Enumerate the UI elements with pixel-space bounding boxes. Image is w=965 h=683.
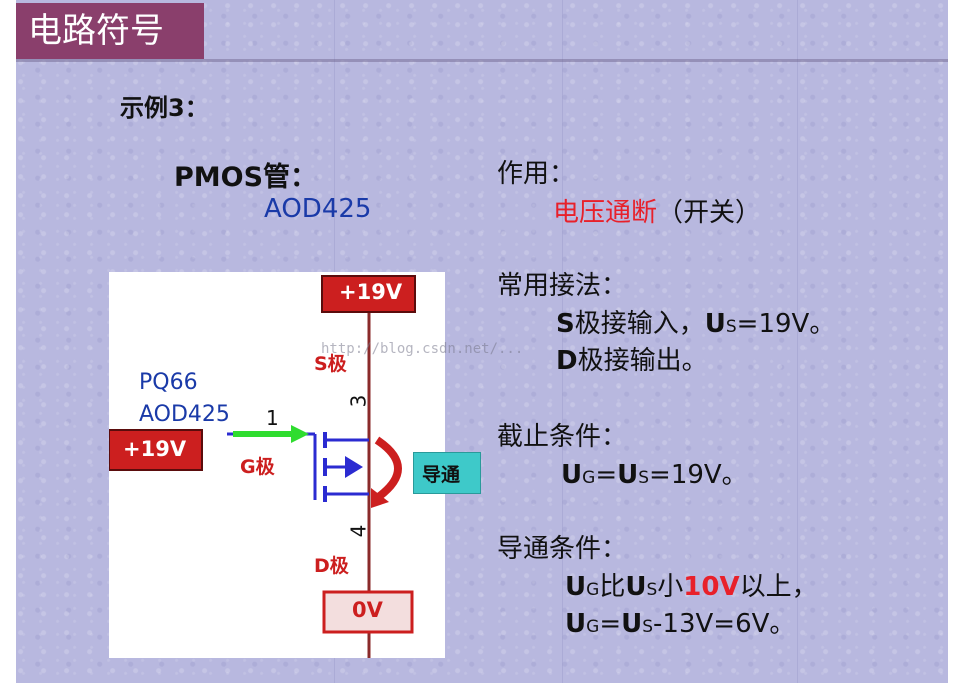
on-line-2-value: -13V=6V。 <box>653 609 796 639</box>
usage-line-2: D极接输出。 <box>556 340 708 377</box>
part-number: AOD425 <box>264 194 372 224</box>
on-heading: 导通条件： <box>497 534 628 564</box>
voltage-subscript: G <box>586 580 600 600</box>
usage-line-1: S极接输入，US=19V。 <box>556 303 835 340</box>
equals-sign: = <box>595 460 618 490</box>
body-arrow <box>345 456 363 478</box>
pin-d: D <box>556 346 578 376</box>
pmos-schematic <box>108 275 416 658</box>
voltage-subscript: S <box>642 617 654 637</box>
function-value-highlight: 电压通断 <box>553 198 658 228</box>
example-label: 示例3： <box>120 94 209 122</box>
on-line-1-rest: 以上， <box>739 572 818 602</box>
watermark: http://blog.csdn.net/... <box>321 341 524 357</box>
ground-box <box>322 590 414 634</box>
voltage-subscript: G <box>586 617 600 637</box>
top-supply-box <box>321 275 416 313</box>
voltage-symbol: U <box>565 609 587 639</box>
voltage-subscript: S <box>638 468 650 488</box>
slide-title: 电路符号 <box>16 3 204 59</box>
cutoff-heading: 截止条件： <box>497 422 628 452</box>
circuit-part-name: AOD425 <box>139 402 230 427</box>
threshold-value: 10V <box>683 572 740 602</box>
device-type: PMOS管： <box>174 162 318 193</box>
title-divider <box>16 59 948 62</box>
pin-1-number: 1 <box>266 406 279 430</box>
function-value-rest: （开关） <box>657 198 762 228</box>
drain-pin-label: D极 <box>314 555 349 577</box>
pin-3-number: 3 <box>346 394 371 408</box>
status-tag-label: 导通 <box>422 464 461 486</box>
ground-label: 0V <box>352 598 383 622</box>
voltage-symbol: U <box>625 572 647 602</box>
slide: 电路符号 示例3： PMOS管： AOD425 <box>16 0 948 683</box>
cutoff-value: =19V。 <box>649 460 748 490</box>
on-line-2: UG=US-13V=6V。 <box>565 603 795 640</box>
voltage-symbol: U <box>704 309 726 339</box>
pin-s: S <box>556 309 575 339</box>
input-supply-label: +19V <box>123 437 187 461</box>
conduction-arc-head <box>371 488 389 508</box>
voltage-symbol: U <box>561 460 583 490</box>
input-supply-box <box>108 429 203 471</box>
compare-text: 小 <box>657 572 684 602</box>
status-tag: 导通 <box>413 452 481 494</box>
source-pin-label: S极 <box>314 353 347 375</box>
ref-designator: PQ66 <box>139 370 198 395</box>
on-line-1: UG比US小10V以上， <box>565 566 818 603</box>
usage-line-1-text: 极接输入， <box>574 309 705 339</box>
top-supply-label: +19V <box>339 280 403 304</box>
circuit-diagram: +19V +19V 0V S极 G极 D极 PQ66 AOD425 1 3 4 <box>108 272 445 658</box>
voltage-subscript: G <box>582 468 596 488</box>
voltage-subscript: S <box>646 580 658 600</box>
usage-line-2-text: 极接输出。 <box>577 346 708 376</box>
voltage-symbol: U <box>617 460 639 490</box>
function-value: 电压通断（开关） <box>553 192 761 229</box>
voltage-symbol: U <box>621 609 643 639</box>
voltage-subscript: S <box>725 317 737 337</box>
equals-sign: = <box>599 609 622 639</box>
conduction-arc <box>374 436 402 502</box>
texture-line <box>797 0 798 683</box>
gate-pin-label: G极 <box>240 456 275 478</box>
usage-line-1-value: =19V。 <box>736 309 836 339</box>
compare-text: 比 <box>599 572 626 602</box>
voltage-symbol: U <box>565 572 587 602</box>
usage-heading: 常用接法： <box>497 271 628 301</box>
gate-arrow-head <box>291 425 309 443</box>
cutoff-line: UG=US=19V。 <box>561 454 748 491</box>
texture-line <box>562 0 563 683</box>
pin-4-number: 4 <box>346 524 371 538</box>
function-heading: 作用： <box>497 159 576 189</box>
